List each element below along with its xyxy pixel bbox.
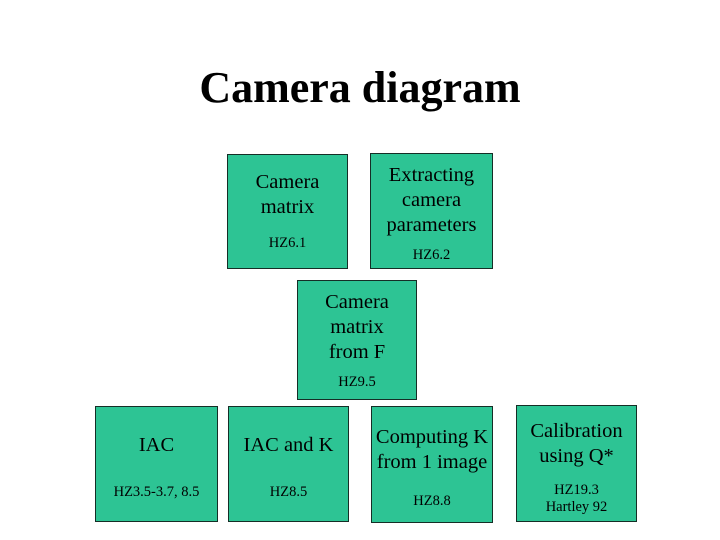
box-title-calibration-using-q-star: Calibration using Q* [517, 406, 636, 482]
slide-title: Camera diagram [199, 63, 521, 112]
box-title-line: using Q* [539, 445, 614, 467]
box-title-line: matrix [260, 196, 315, 218]
box-reference-line: HZ8.8 [413, 493, 451, 509]
box-reference-iac-and-k: HZ8.5 [229, 484, 348, 521]
box-reference-line: HZ9.5 [338, 374, 376, 390]
diagram-box-camera-matrix: Camera matrix HZ6.1 [227, 154, 348, 269]
box-reference-extracting-camera-parameters: HZ6.2 [371, 247, 492, 268]
diagram-box-camera-matrix-from-f: Camera matrix from F HZ9.5 [297, 280, 417, 400]
box-reference-line: HZ3.5-3.7, 8.5 [113, 484, 200, 500]
box-reference-line: HZ6.1 [268, 235, 307, 251]
box-title-line: Camera [325, 291, 389, 313]
box-reference-computing-k-from-1-image: HZ8.8 [372, 493, 492, 522]
box-title-camera-matrix-from-f: Camera matrix from F [298, 281, 416, 374]
diagram-box-iac-and-k: IAC and K HZ8.5 [228, 406, 349, 522]
box-reference-line: Hartley 92 [545, 499, 608, 515]
diagram-box-computing-k-from-1-image: Computing K from 1 image HZ8.8 [371, 406, 493, 523]
box-reference-line: HZ8.5 [269, 484, 308, 500]
box-reference-camera-matrix: HZ6.1 [228, 235, 347, 268]
box-title-line: Extracting [388, 164, 475, 186]
box-title-line: IAC [138, 434, 175, 456]
box-title-iac-and-k: IAC and K [229, 407, 348, 484]
box-title-line: IAC and K [243, 434, 334, 456]
box-title-line: camera [401, 189, 462, 211]
box-title-extracting-camera-parameters: Extracting camera parameters [371, 154, 492, 247]
box-title-line: matrix [330, 316, 384, 338]
box-title-line: Computing K [375, 426, 489, 448]
box-title-line: from 1 image [376, 451, 488, 473]
diagram-box-iac: IAC HZ3.5-3.7, 8.5 [95, 406, 218, 522]
box-title-line: Calibration [530, 420, 623, 442]
box-title-camera-matrix: Camera matrix [228, 155, 347, 235]
diagram-box-calibration-using-q-star: Calibration using Q* HZ19.3 Hartley 92 [516, 405, 637, 522]
box-reference-camera-matrix-from-f: HZ9.5 [298, 374, 416, 399]
box-reference-line: HZ19.3 [554, 482, 599, 498]
box-title-line: parameters [386, 214, 477, 236]
box-title-computing-k-from-1-image: Computing K from 1 image [372, 407, 492, 493]
box-reference-iac: HZ3.5-3.7, 8.5 [96, 484, 217, 521]
box-title-line: Camera [255, 171, 320, 193]
box-title-line: from F [328, 341, 386, 363]
box-reference-calibration-using-q-star: HZ19.3 Hartley 92 [517, 482, 636, 521]
box-title-iac: IAC [96, 407, 217, 484]
box-reference-line: HZ6.2 [412, 247, 451, 263]
diagram-box-extracting-camera-parameters: Extracting camera parameters HZ6.2 [370, 153, 493, 269]
